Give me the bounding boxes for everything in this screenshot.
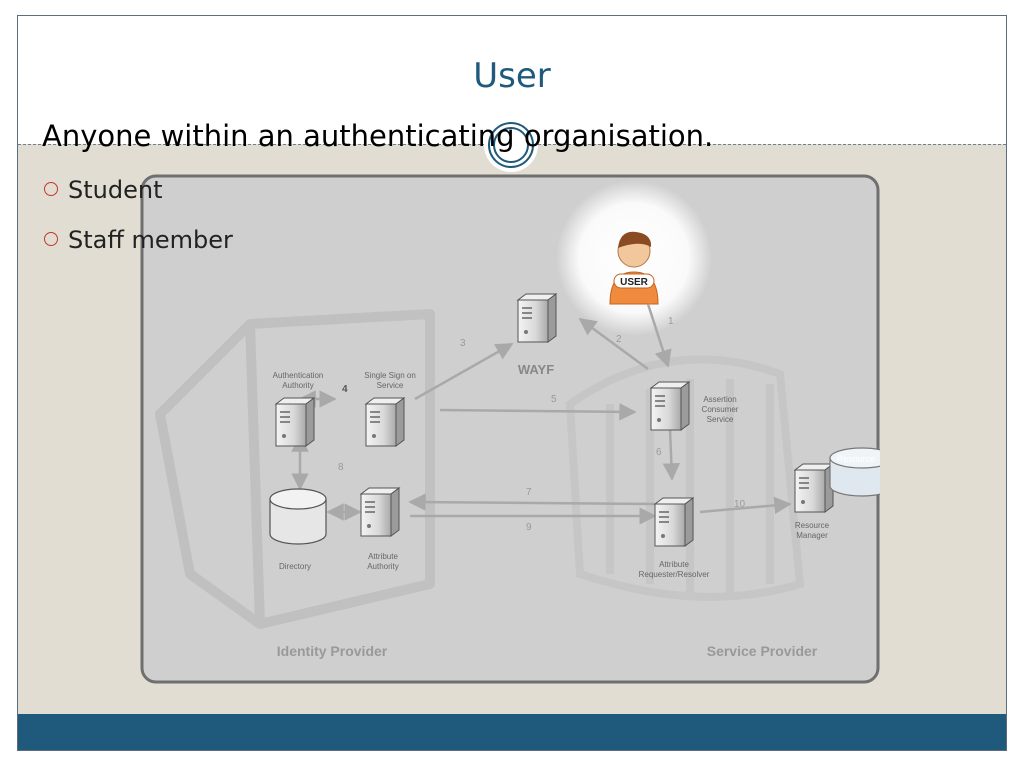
bullet-text: Staff member bbox=[68, 226, 233, 254]
attribute-authority-server bbox=[360, 487, 400, 537]
authentication-authority-label-2: Authority bbox=[282, 381, 314, 390]
bullet-staff-member: Staff member bbox=[44, 226, 233, 254]
step-9-label: 9 bbox=[526, 522, 532, 533]
slide-heading: Anyone within an authenticating organisa… bbox=[42, 119, 714, 153]
step-1-label: 1 bbox=[668, 316, 674, 327]
bullet-circle-icon bbox=[44, 182, 58, 196]
step-5-label: 5 bbox=[551, 394, 557, 405]
step-3-label: 3 bbox=[460, 338, 466, 349]
slide: User bbox=[17, 15, 1007, 751]
step-7-label: 7 bbox=[526, 487, 532, 498]
authentication-authority-server bbox=[275, 397, 315, 447]
identity-provider-label: Identity Provider bbox=[277, 643, 388, 659]
slide-title: User bbox=[473, 56, 551, 96]
service-provider-label: Service Provider bbox=[707, 643, 818, 659]
identity-provider-house bbox=[155, 309, 435, 629]
step-8-label: 8 bbox=[338, 462, 344, 473]
attribute-requester-label-1: Attribute bbox=[659, 560, 689, 569]
attribute-authority-label-1: Attribute bbox=[368, 552, 398, 561]
bullet-student: Student bbox=[44, 176, 162, 204]
federation-diagram: USER 1 2 3 4 5 6 7 8 9 10 bbox=[140, 174, 880, 684]
directory-label: Directory bbox=[279, 562, 311, 571]
resource-database: Resource bbox=[829, 447, 880, 497]
single-sign-on-label-1: Single Sign on bbox=[364, 371, 416, 380]
resource-manager-label-1: Resource bbox=[795, 521, 830, 530]
user-badge-label: USER bbox=[620, 277, 649, 288]
step-2-label: 2 bbox=[616, 334, 622, 345]
attribute-requester-server bbox=[654, 497, 694, 547]
step-4-label: 4 bbox=[342, 384, 348, 395]
step-6-label: 6 bbox=[656, 447, 662, 458]
assertion-consumer-label-2: Consumer bbox=[702, 405, 739, 414]
attribute-requester-label-2: Requester/Resolver bbox=[639, 570, 710, 579]
directory-database bbox=[269, 488, 327, 545]
attribute-authority-label-2: Authority bbox=[367, 562, 399, 571]
assertion-consumer-label-1: Assertion bbox=[703, 395, 736, 404]
bullet-text: Student bbox=[68, 176, 163, 204]
step-10-label: 10 bbox=[734, 499, 746, 510]
wayf-label: WAYF bbox=[518, 362, 554, 377]
single-sign-on-label-2: Service bbox=[377, 381, 404, 390]
single-sign-on-server bbox=[365, 397, 405, 447]
wayf-server bbox=[517, 293, 557, 343]
resource-manager-server bbox=[794, 463, 834, 513]
user-icon: USER bbox=[609, 231, 659, 305]
bullet-circle-icon bbox=[44, 232, 58, 246]
footer-band bbox=[18, 714, 1006, 750]
resource-manager-label-2: Manager bbox=[796, 531, 828, 540]
resource-label: Resource bbox=[837, 454, 876, 464]
authentication-authority-label-1: Authentication bbox=[273, 371, 324, 380]
service-provider-building bbox=[565, 355, 805, 601]
assertion-consumer-label-3: Service bbox=[707, 415, 734, 424]
assertion-consumer-server bbox=[650, 381, 690, 431]
title-ornament bbox=[484, 118, 538, 172]
